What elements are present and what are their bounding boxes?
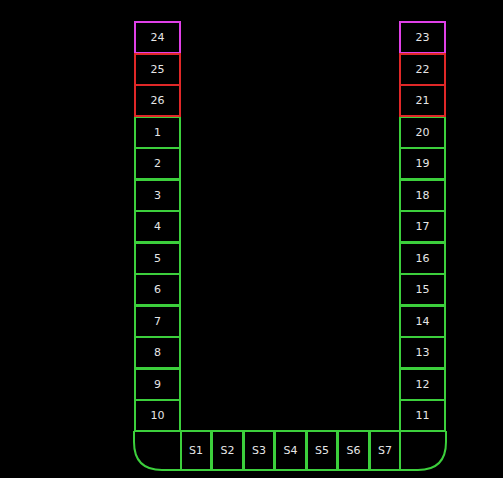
cell-number: 3 — [154, 190, 161, 201]
tank-cell: S7 — [369, 430, 401, 471]
cell-number: 16 — [416, 253, 430, 264]
cell-number: 25 — [151, 64, 165, 75]
tank-cell: 9 — [134, 368, 181, 401]
cell-number: 10 — [151, 410, 165, 421]
cell-number: S4 — [284, 445, 298, 456]
cell-number: 23 — [416, 32, 430, 43]
tank-cell: 6 — [134, 273, 181, 306]
tank-cell: 18 — [399, 179, 446, 212]
tank-cell: 13 — [399, 336, 446, 369]
cell-number: 13 — [416, 347, 430, 358]
cell-number: 18 — [416, 190, 430, 201]
cell-number: 7 — [154, 316, 161, 327]
cell-number: 9 — [154, 379, 161, 390]
tank-cell: 12 — [399, 368, 446, 401]
tank-cell: 8 — [134, 336, 181, 369]
cell-number: 17 — [416, 221, 430, 232]
cell-number: 12 — [416, 379, 430, 390]
tank-cell: 22 — [399, 53, 446, 86]
cell-number: 15 — [416, 284, 430, 295]
cell-number: S1 — [189, 445, 203, 456]
cell-number: 8 — [154, 347, 161, 358]
tank-cell: S1 — [180, 430, 212, 471]
cell-number: S3 — [252, 445, 266, 456]
tank-cell: S6 — [337, 430, 370, 471]
cell-number: 21 — [416, 95, 430, 106]
tank-cell: 3 — [134, 179, 181, 212]
cell-number: S6 — [347, 445, 361, 456]
cell-number: 26 — [151, 95, 165, 106]
cell-number: S5 — [315, 445, 329, 456]
tank-cell: S3 — [243, 430, 275, 471]
cell-number: 11 — [416, 410, 430, 421]
cell-number: 19 — [416, 158, 430, 169]
tank-cell: 11 — [399, 399, 446, 432]
tank-cell: S5 — [306, 430, 338, 471]
tank-cell: 2 — [134, 147, 181, 180]
cell-number: 4 — [154, 221, 161, 232]
tank-cell: 21 — [399, 84, 446, 117]
tank-cell: 5 — [134, 242, 181, 275]
tank-cell: 4 — [134, 210, 181, 243]
tank-cell: 23 — [399, 21, 446, 54]
cell-number: 6 — [154, 284, 161, 295]
tank-cell: 25 — [134, 53, 181, 86]
cell-number: S2 — [221, 445, 235, 456]
tank-cell: 26 — [134, 84, 181, 117]
tank-cell: 24 — [134, 21, 181, 54]
cell-number: 14 — [416, 316, 430, 327]
tank-cell: 19 — [399, 147, 446, 180]
tank-cell: S4 — [274, 430, 307, 471]
cell-number: 1 — [154, 127, 161, 138]
cell-number: 2 — [154, 158, 161, 169]
cell-number: 24 — [151, 32, 165, 43]
tank-cell: 20 — [399, 116, 446, 149]
cell-number: S7 — [378, 445, 392, 456]
cell-number: 5 — [154, 253, 161, 264]
tank-cell: 16 — [399, 242, 446, 275]
cell-number: 20 — [416, 127, 430, 138]
tank-cell: 7 — [134, 305, 181, 338]
tank-cell: 15 — [399, 273, 446, 306]
tank-cell: 17 — [399, 210, 446, 243]
cell-number: 22 — [416, 64, 430, 75]
tank-cell: S2 — [211, 430, 244, 471]
tank-cell: 1 — [134, 116, 181, 149]
hull-corner — [399, 431, 446, 470]
hull-corner — [134, 431, 181, 470]
tank-cell: 14 — [399, 305, 446, 338]
tank-cell: 10 — [134, 399, 181, 432]
